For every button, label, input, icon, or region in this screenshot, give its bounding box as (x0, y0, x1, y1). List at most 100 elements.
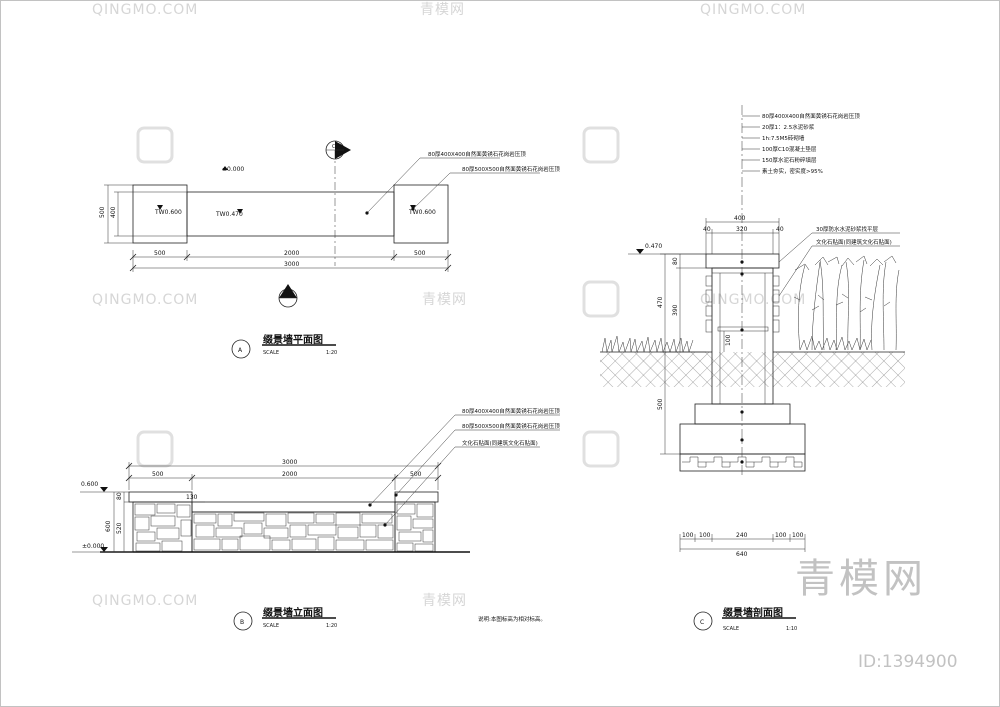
plan-note-coping-500: 80厚500X500自然面黄锈石花岗岩压顶 (462, 165, 560, 173)
elevation-marker-icon (237, 209, 243, 214)
section-dim-40-left: 40 (703, 226, 711, 233)
plan-dim-right: 500 (414, 250, 426, 257)
watermark-text: QINGMO.COM (92, 593, 198, 609)
section-dim-40-right: 40 (776, 226, 784, 233)
section-dim-390: 390 (672, 304, 679, 316)
plan-dim-500-vertical: 500 (99, 206, 106, 218)
watermark-text: QINGMO.COM (700, 292, 806, 308)
section-cut-label-c: C (332, 144, 336, 150)
elevation-dim-left: 500 (152, 471, 164, 478)
plan-tw-mid: TW0.470 (215, 211, 243, 218)
section-layer-4: 100厚C10混凝土垫层 (762, 145, 817, 153)
section-dim-500: 500 (657, 398, 664, 410)
level-marker-icon (100, 487, 108, 492)
drawing-marker-a (231, 339, 251, 359)
section-dim-80: 80 (672, 257, 679, 265)
plan-dim-total: 3000 (284, 261, 299, 268)
section-note-veneer: 文化石贴面(同建筑文化石贴面) (816, 238, 892, 246)
elevation-dim-middle: 2000 (282, 471, 297, 478)
plan-level: ±0.000 (222, 166, 244, 173)
level-marker-icon (100, 547, 108, 552)
plan-dim-400-vertical: 400 (110, 206, 117, 218)
elevation-dim-600: 600 (105, 520, 112, 532)
shrub-icon (793, 255, 900, 351)
level-marker-icon (222, 166, 228, 170)
section-view: 80厚400X400自然面黄锈石花岗岩压顶 20厚1：2.5水泥砂浆 1h:7.… (600, 105, 905, 632)
section-bottom-dim-5: 100 (792, 532, 804, 539)
watermark-logo-icon (582, 430, 620, 468)
section-cut-marker-c: C (325, 140, 351, 160)
section-layer-5: 150厚水泥石粉碎填层 (762, 156, 817, 164)
drawing-marker-a-label: A (238, 347, 243, 354)
section-dim-320: 320 (736, 226, 748, 233)
elevation-stone-wall (132, 501, 436, 553)
section-bottom-dim-4: 100 (775, 532, 787, 539)
elevation-dim-right: 500 (410, 471, 422, 478)
section-title: 缀景墙剖面图 (723, 606, 783, 619)
watermark-logo-icon (582, 280, 620, 318)
grass-icon (601, 335, 694, 353)
section-bottom-dim-2: 100 (699, 532, 711, 539)
elevation-dim-total: 3000 (282, 459, 297, 466)
drawing-id-label: ID:1394900 (858, 652, 958, 672)
watermark-text: QINGMO.COM (92, 2, 198, 18)
section-scale-value: 1:10 (786, 626, 797, 632)
elevation-view: 0.600 ±0.000 600 520 80 130 3000 500 200… (72, 407, 560, 631)
section-scale-label: SCALE (723, 626, 739, 632)
drawing-marker-c-label: C (700, 619, 704, 626)
elevation-scale-label: SCALE (263, 623, 279, 629)
drawing-marker-b-label: B (240, 619, 244, 626)
level-marker-icon (636, 249, 644, 254)
plan-pier-right (393, 184, 449, 244)
watermark-text: QINGMO.COM (92, 292, 198, 308)
section-layer-3: 1h:7.5M5砖砌墙 (762, 134, 805, 142)
elevation-note-stone-veneer: 文化石贴面(同建筑文化石贴面) (462, 439, 538, 447)
plan-scale-label: SCALE (263, 350, 279, 356)
elevation-note-coping-400: 80厚400X400自然面黄锈石花岗岩压顶 (462, 407, 560, 415)
section-compacted-soil (679, 453, 806, 472)
section-bottom-dim-1: 100 (682, 532, 694, 539)
elevation-level-top: 0.600 (81, 481, 98, 488)
watermark-layer: QINGMO.COM 青模网 QINGMO.COM QINGMO.COM 青模网… (92, 2, 806, 609)
section-bottom-total: 640 (736, 551, 748, 558)
section-layer-6: 素土夯实，密实度>95% (762, 167, 823, 175)
elevation-level-base: ±0.000 (82, 543, 104, 550)
elevation-note-coping-500: 80厚500X500自然面黄锈石花岗岩压顶 (462, 422, 560, 430)
elevation-scale-value: 1:20 (326, 623, 337, 629)
watermark-text: 青模网 (422, 292, 467, 308)
watermark-logo-icon (136, 126, 174, 164)
elevation-dim-80: 80 (116, 492, 123, 500)
watermark-text: 青模网 (422, 593, 467, 609)
section-note-waterproof: 30厚防水水泥砂浆找平层 (816, 225, 878, 233)
elevation-dim-130: 130 (186, 494, 198, 501)
elevation-remark: 说明:本图标高为相对标高。 (478, 615, 546, 623)
section-cut-label-b: B (286, 292, 290, 298)
section-level: 0.470 (645, 243, 662, 250)
plan-title: 缀景墙平面图 (263, 333, 323, 346)
elevation-dim-520: 520 (116, 522, 123, 534)
drawing-marker-c (693, 611, 713, 631)
watermark-logo-icon (136, 430, 174, 468)
section-layer-2: 20厚1：2.5水泥砂浆 (762, 123, 815, 131)
elevation-marker-icon (157, 205, 163, 210)
watermark-text: QINGMO.COM (700, 2, 806, 18)
watermark-text: 青模网 (420, 2, 465, 18)
plan-dim-left: 500 (154, 250, 166, 257)
plan-scale-value: 1:20 (326, 350, 337, 356)
watermark-logo-icon (582, 126, 620, 164)
section-dim-400: 400 (734, 215, 746, 222)
section-dim-470: 470 (657, 296, 664, 308)
brand-watermark: 青模网 (795, 556, 927, 602)
elevation-title: 缀景墙立面图 (263, 606, 323, 619)
section-concrete-footing (694, 403, 791, 425)
section-dim-100: 100 (725, 334, 732, 346)
plan-dim-middle: 2000 (284, 250, 299, 257)
drawing-marker-b (233, 611, 253, 631)
plan-tw-right: TW0.600 (408, 209, 436, 216)
section-layer-1: 80厚400X400自然面黄锈石花岗岩压顶 (762, 112, 860, 120)
plan-tw-left: TW0.600 (154, 209, 182, 216)
plan-view: TW0.600 TW0.470 TW0.600 ±0.000 C B 500 4… (99, 140, 560, 359)
plan-note-coping-400: 80厚400X400自然面黄锈石花岗岩压顶 (428, 150, 526, 158)
section-cut-marker-b: B (278, 284, 298, 308)
